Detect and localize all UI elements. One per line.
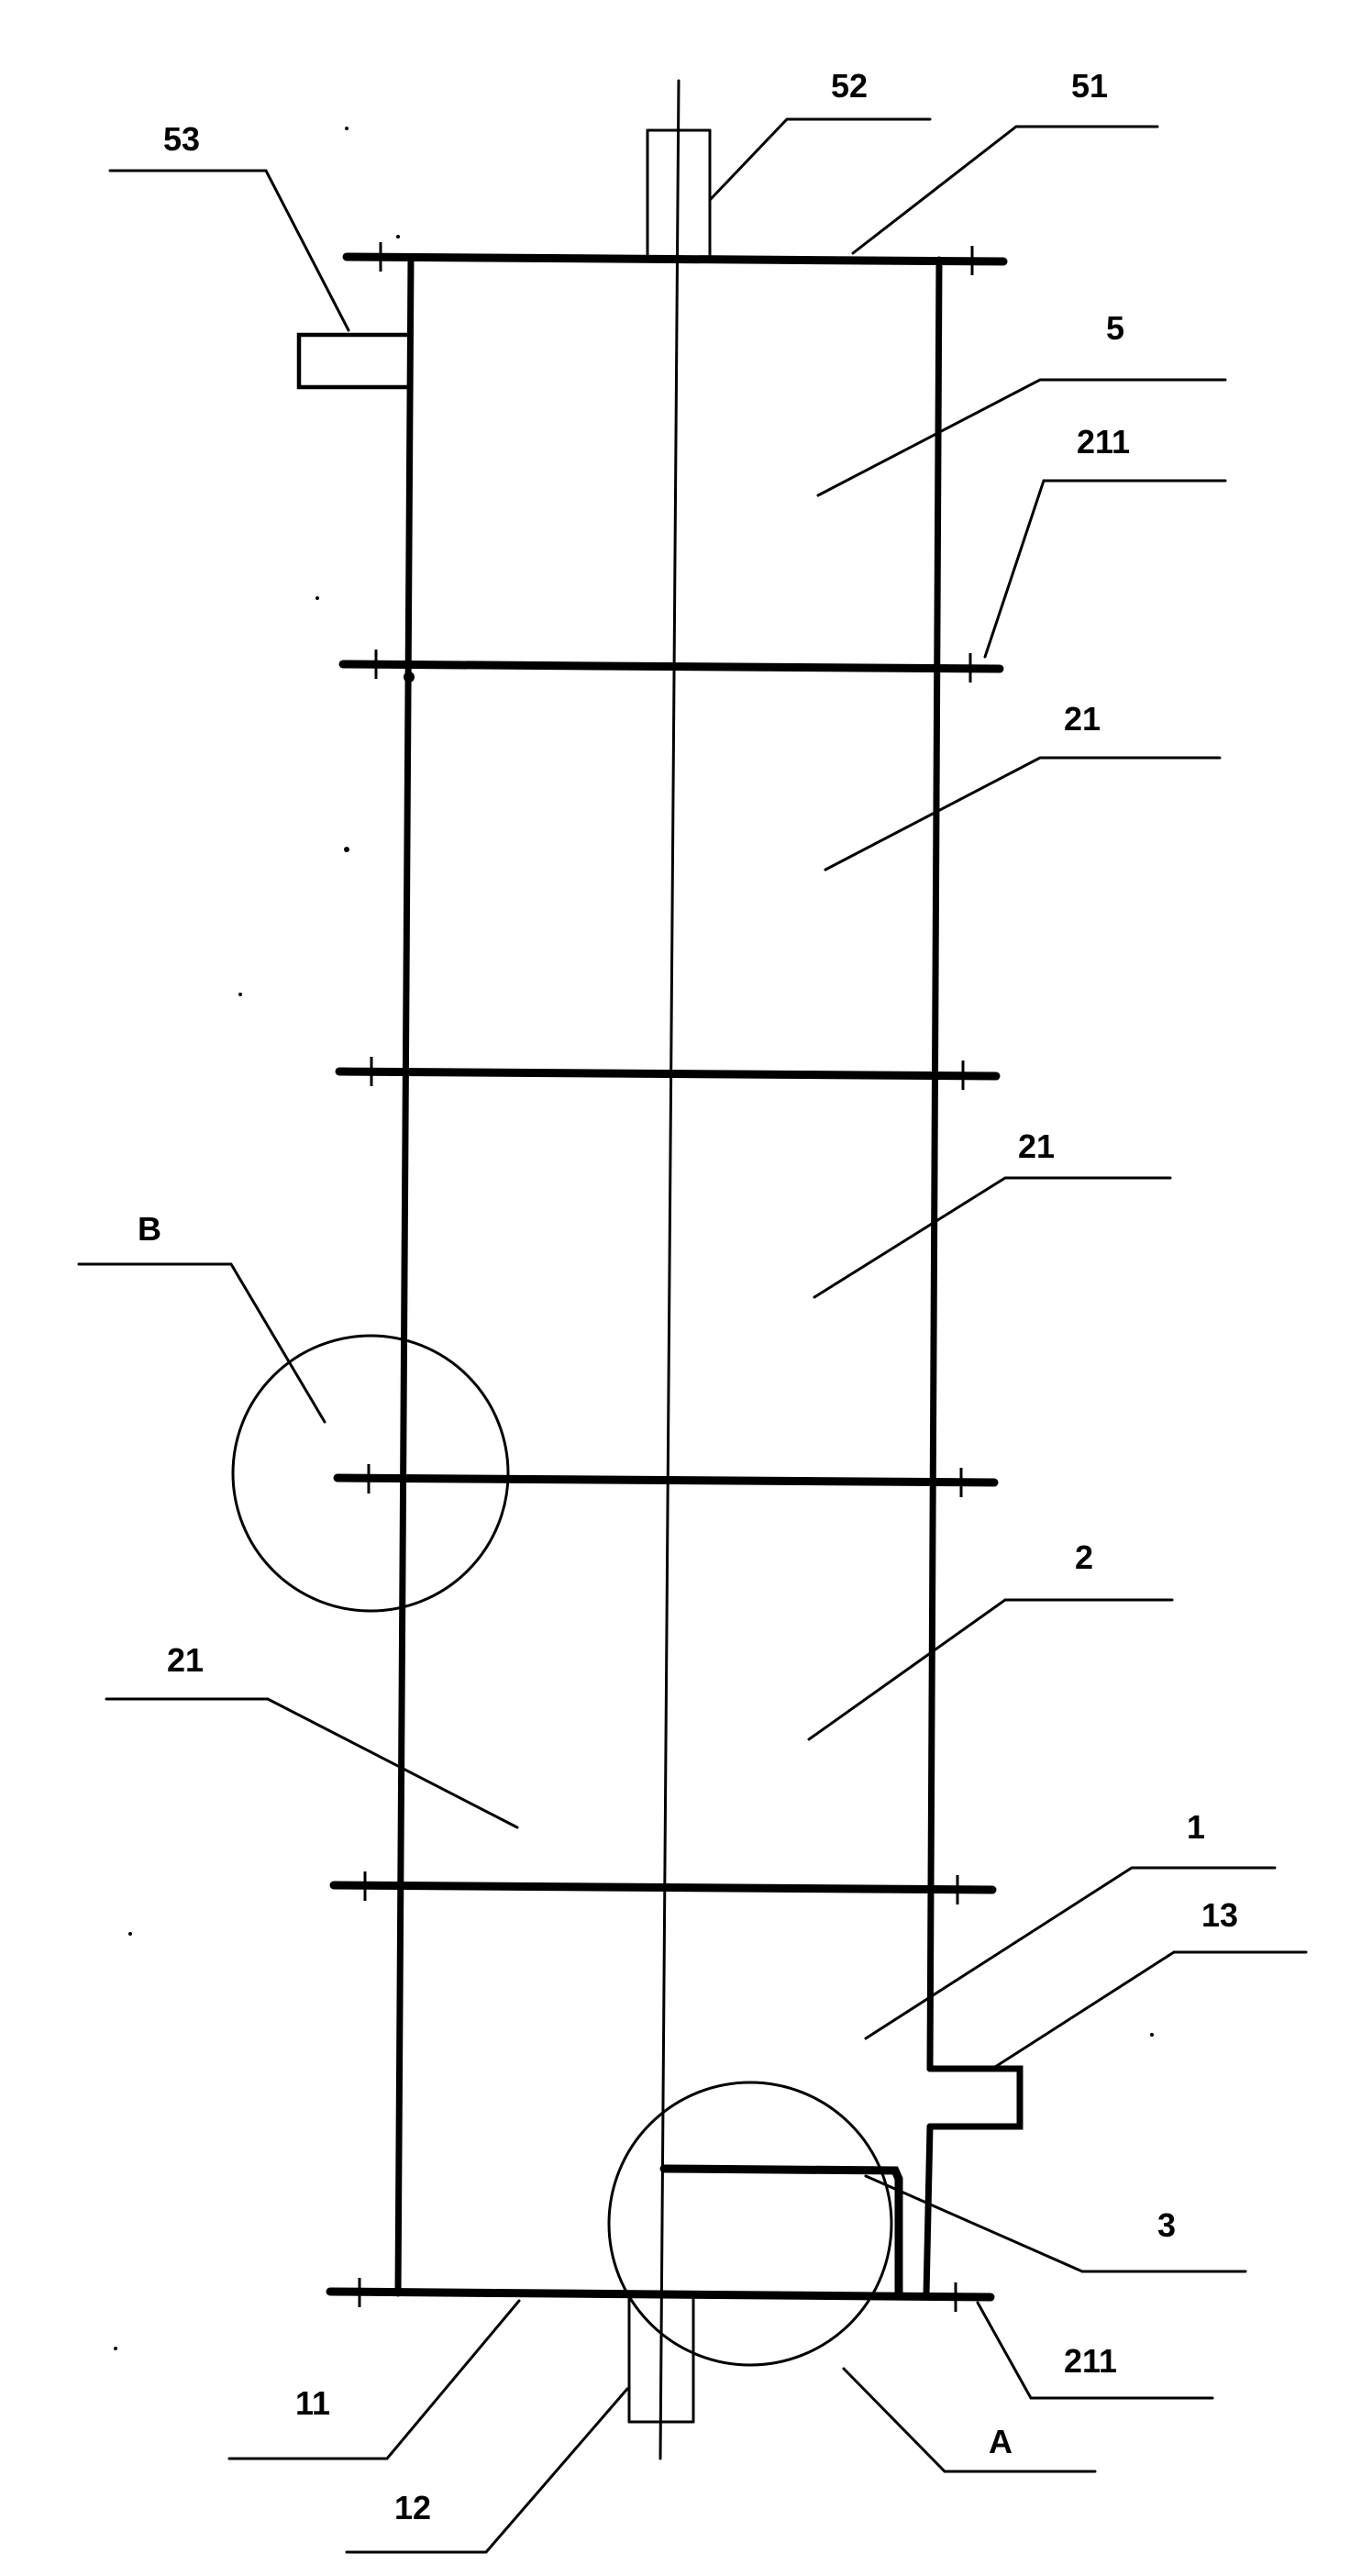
- leader-2: [807, 1598, 1174, 1741]
- flange-bolts: [358, 242, 974, 2312]
- speck: [396, 235, 400, 239]
- leader-13: [990, 1950, 1308, 2071]
- side-nozzle-outline: [296, 332, 412, 390]
- label-5: 5: [1106, 309, 1124, 347]
- label-51: 51: [1071, 67, 1108, 105]
- leader-52: [708, 117, 932, 202]
- leader-12: [345, 2387, 629, 2554]
- speck: [345, 127, 349, 130]
- detail-circle-a: [607, 2081, 893, 2367]
- top-flange: [342, 252, 1008, 266]
- label-21-a: 21: [1064, 700, 1101, 738]
- leader-211-bottom: [976, 2301, 1214, 2400]
- weld-dot: [404, 672, 415, 683]
- label-a: A: [989, 2423, 1012, 2460]
- left-shell-wall: [394, 253, 415, 2297]
- speck: [315, 596, 319, 600]
- label-13: 13: [1201, 1896, 1238, 1934]
- leader-11: [227, 2299, 521, 2460]
- central-axis: [658, 79, 681, 2460]
- label-21-c: 21: [167, 1641, 204, 1679]
- label-21-b: 21: [1018, 1127, 1055, 1165]
- label-3: 3: [1157, 2206, 1176, 2244]
- internal-bracket: [659, 2164, 903, 2298]
- side-nozzle: [296, 332, 412, 390]
- leader-b: [77, 1262, 326, 1424]
- speck: [238, 993, 242, 996]
- speck: [344, 847, 349, 852]
- label-11: 11: [295, 2384, 330, 2422]
- leader-a: [842, 2367, 1097, 2473]
- bottom-nozzle: [627, 2295, 695, 2424]
- detail-circle-b: [231, 1334, 510, 1613]
- flange-2: [338, 660, 1004, 673]
- speck: [1150, 2033, 1154, 2037]
- label-b: B: [138, 1210, 161, 1248]
- flanges: [326, 252, 1008, 2302]
- right-shell-wall-lower: [923, 2123, 934, 2299]
- side-outlet-13: [926, 2065, 1024, 2130]
- label-52: 52: [831, 67, 868, 105]
- leader-53: [108, 169, 350, 332]
- label-1: 1: [1187, 1808, 1205, 1846]
- leader-21-c: [105, 1697, 519, 1829]
- leader-5: [816, 378, 1227, 497]
- label-211-bottom: 211: [1064, 2342, 1117, 2380]
- leader-1: [864, 1866, 1277, 2040]
- label-211-top: 211: [1077, 423, 1130, 461]
- label-53: 53: [163, 120, 200, 158]
- flange-5: [329, 1881, 997, 1894]
- reference-labels: 53 52 51 5 211 21 21 B 2 21 1 13 3 211 1…: [138, 67, 1238, 2526]
- side-outlet-outline: [926, 2065, 1024, 2130]
- flange-4: [333, 1473, 999, 1487]
- speck: [128, 1932, 132, 1936]
- leader-211-top: [983, 479, 1227, 659]
- leader-21-a: [824, 756, 1222, 872]
- flange-3: [335, 1067, 1001, 1081]
- top-outlet-nozzle: [646, 128, 712, 259]
- leader-lines: [77, 117, 1308, 2554]
- leader-3: [864, 2174, 1247, 2273]
- column-shell: [394, 253, 943, 2299]
- leader-21-b: [813, 1176, 1172, 1299]
- speck: [114, 2347, 117, 2350]
- label-12: 12: [394, 2489, 431, 2526]
- leader-51: [851, 125, 1159, 255]
- label-2: 2: [1075, 1538, 1093, 1576]
- right-shell-wall-upper: [926, 256, 943, 2072]
- specks: [114, 127, 1154, 2350]
